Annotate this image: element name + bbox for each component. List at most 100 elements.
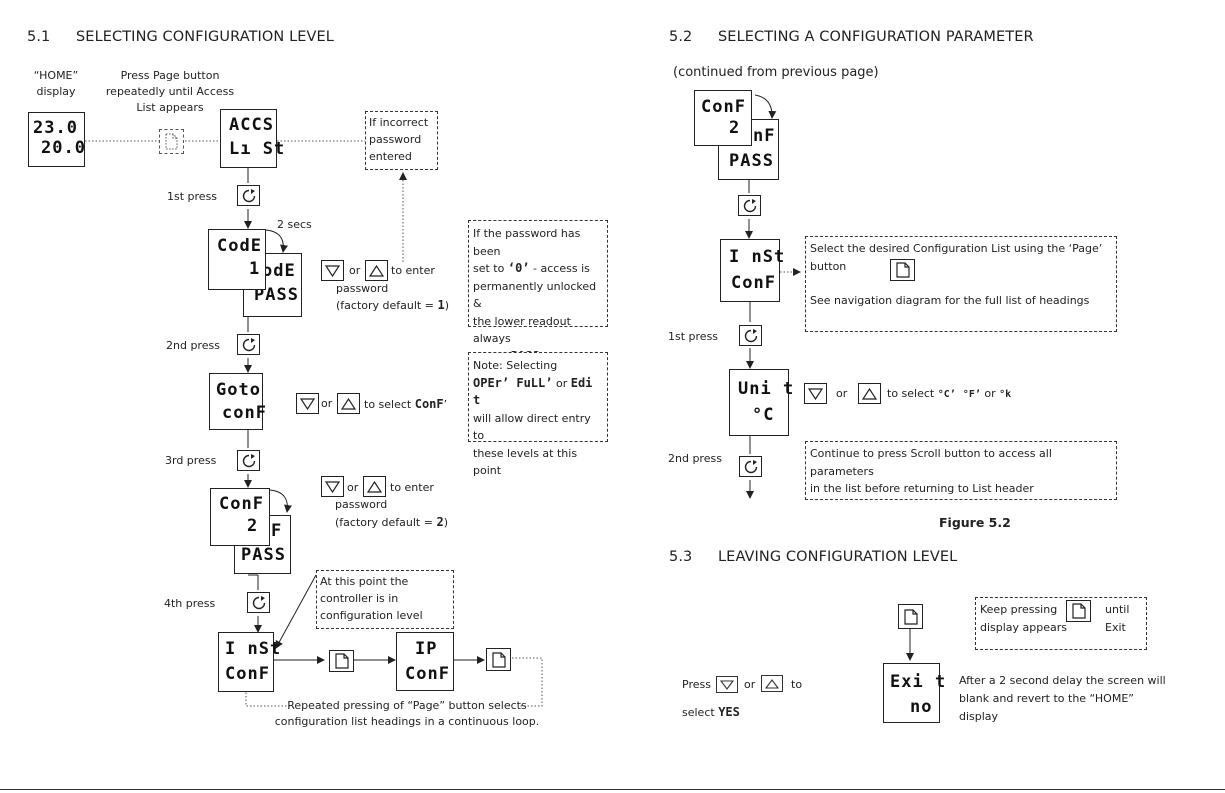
note-line: display appears — [980, 621, 1068, 634]
instruction-text: to enter — [391, 264, 435, 277]
instruction-end: ’ — [443, 398, 448, 411]
press-label: 4th press — [164, 597, 216, 610]
scroll-button-icon — [237, 450, 260, 471]
display-upper: I nSt — [729, 247, 786, 267]
display-lower: 20.0 — [41, 138, 86, 158]
inst-conf-display: I nSt ConF — [218, 632, 280, 692]
display-lower: PASS — [241, 545, 286, 565]
note-text: or — [552, 376, 571, 390]
factory-default-value: 1 — [437, 298, 445, 312]
note-line: button — [810, 258, 1112, 281]
up-arrow-button-icon — [365, 260, 388, 281]
instruction-text: to enter — [390, 481, 434, 494]
display-upper: F — [271, 521, 283, 541]
scroll-button-icon — [247, 592, 270, 613]
press-label: 2nd press — [668, 452, 722, 465]
access-list-display: ACCS Lı St — [220, 109, 284, 168]
display-lower: conF — [222, 403, 267, 423]
select-unit-instruction: to select °C’ °F’ or °k — [887, 386, 1011, 403]
or-text: or — [836, 387, 848, 400]
conf-password-display-front: ConF 2 — [694, 90, 752, 146]
display-upper: Exi t — [890, 672, 947, 692]
factory-default-value: 2 — [436, 515, 444, 529]
display-upper: ConF — [219, 494, 264, 514]
or-text: or — [980, 387, 1000, 400]
display-upper: CodE — [217, 236, 262, 256]
instruction-text: password — [335, 498, 388, 511]
display-lower: PASS — [254, 285, 299, 305]
note-line: Select the desired Configuration List us… — [810, 242, 1103, 255]
figure-caption: Figure 5.2 — [939, 515, 1011, 530]
instruction-line: repeatedly until Access — [105, 85, 235, 98]
description-line: display — [959, 710, 999, 723]
incorrect-password-note: If incorrect password entered — [365, 111, 438, 170]
or-text: or — [744, 678, 756, 691]
display-lower: 2 — [729, 118, 741, 138]
or-text: or — [347, 481, 359, 494]
note-value: ‘0’ — [507, 261, 530, 275]
down-arrow-button-icon — [321, 260, 344, 281]
note-line: If incorrect — [369, 116, 429, 129]
down-arrow-button-icon — [716, 676, 738, 693]
display-lower: ConF — [731, 273, 776, 293]
note-line: OPEr’ FuLL’ or Edi t — [473, 375, 603, 410]
factory-default-text: (factory default = — [336, 299, 438, 312]
scroll-button-icon — [738, 195, 761, 216]
keep-pressing-note: Keep pressing until Exit display appears — [975, 597, 1147, 650]
password-unlocked-note: If the password has been set to ‘0’ - ac… — [468, 220, 608, 363]
description-line: After a 2 second delay the screen will — [959, 674, 1166, 687]
display-upper: nF — [753, 126, 776, 146]
two-second-arrow — [265, 229, 288, 253]
scroll-button-icon — [739, 325, 762, 346]
select-conf-instruction: to select ConF’ — [364, 396, 447, 413]
display-upper: ACCS — [229, 115, 274, 135]
page-icon — [159, 129, 184, 154]
caption-line: Repeated pressing of “Page” button selec… — [287, 699, 527, 712]
factory-default-text: (factory default = — [335, 516, 437, 529]
page-button-icon — [1066, 600, 1091, 622]
note-value: Edi t — [473, 375, 593, 408]
note-line: configuration level — [320, 609, 423, 622]
page-button-icon — [329, 650, 354, 672]
description-line: blank and revert to the “HOME” — [959, 692, 1134, 705]
configuration-level-note: At this point the controller is in confi… — [316, 570, 454, 629]
display-lower: 2 — [247, 516, 259, 536]
note-line: If the password has been — [473, 227, 581, 258]
goto-display: Goto conF — [209, 373, 266, 430]
note-line: will allow direct entry to — [473, 411, 591, 443]
note-line: permanently unlocked & — [473, 279, 597, 311]
or-text: or — [321, 397, 333, 410]
note-pointer-arrow — [275, 574, 317, 649]
unit-celsius: °C’ — [937, 389, 956, 400]
note-line: set to ‘0’ - access is — [473, 260, 603, 278]
scroll-continue-note: Continue to press Scroll button to acces… — [805, 441, 1117, 500]
two-second-arrow — [754, 94, 777, 119]
instruction-text: password — [336, 282, 389, 295]
home-label-line: “HOME” — [33, 69, 79, 82]
instruction-value: YES — [718, 705, 740, 719]
caption-line: configuration list headings in a continu… — [274, 715, 540, 728]
note-line: Continue to press Scroll button to acces… — [810, 447, 1052, 478]
code-display-front: CodE 1 — [208, 229, 266, 290]
or-text: or — [349, 264, 361, 277]
press-text: Press — [682, 678, 711, 691]
section-number: 5.3 — [669, 549, 693, 565]
home-display: 23.0 20.0 — [28, 112, 85, 167]
unit-display: Uni t °C — [729, 369, 793, 436]
note-line: password — [369, 133, 422, 146]
note-line: Note: Selecting — [473, 359, 558, 372]
exit-display: Exi t no — [883, 663, 945, 723]
press-label: 2nd press — [166, 339, 220, 352]
loop-connector — [512, 657, 543, 707]
up-arrow-button-icon — [337, 393, 360, 414]
two-secs-label: 2 secs — [277, 218, 312, 231]
note-line: At this point the — [320, 575, 409, 588]
home-label-line: display — [36, 85, 76, 98]
up-arrow-button-icon — [363, 476, 386, 497]
note-text: Keep pressing — [980, 603, 1058, 616]
scroll-button-icon — [237, 185, 260, 206]
